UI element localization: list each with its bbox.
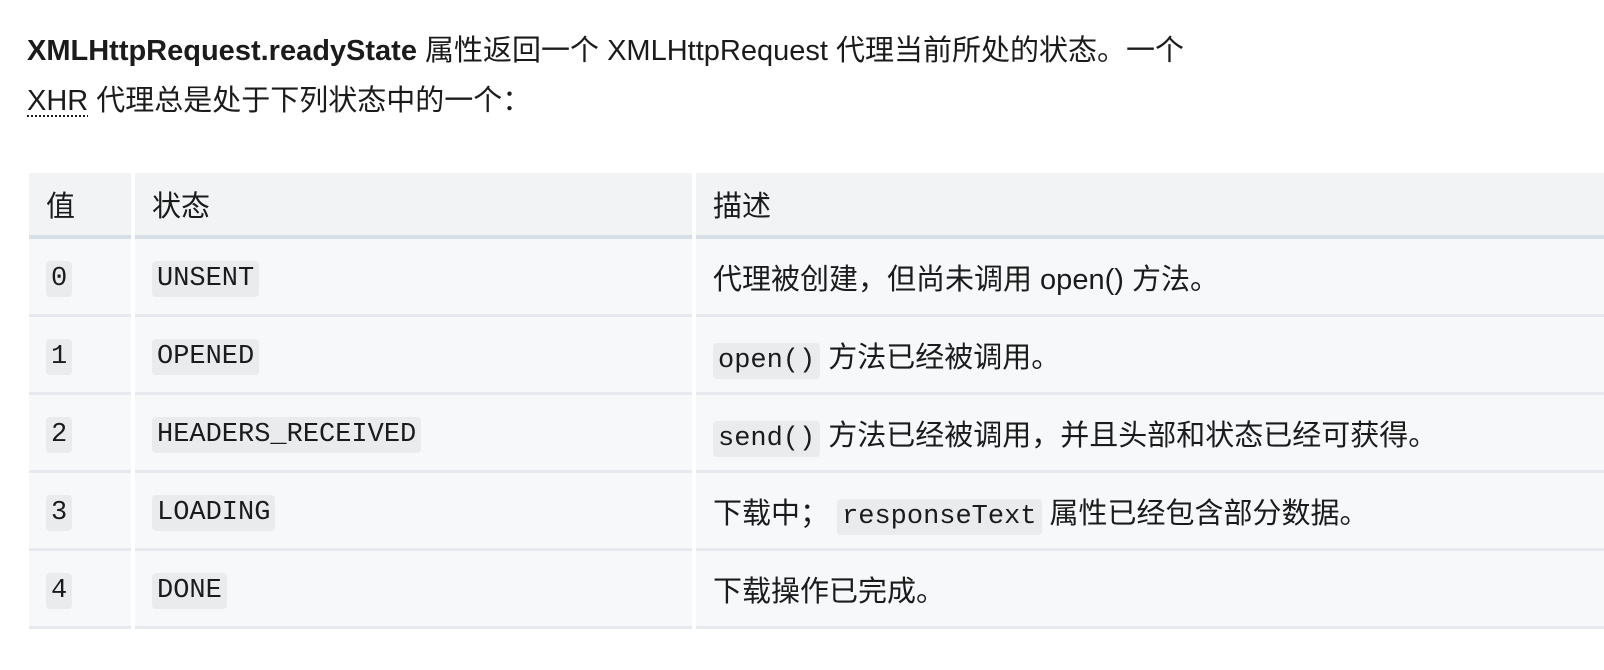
description-text: 属性已经包含部分数据。 (1041, 497, 1369, 530)
table-header-row: 值 状态 描述 (29, 173, 1604, 239)
table-row: 0 UNSENT 代理被创建，但尚未调用 open() 方法。 (29, 239, 1604, 317)
value-cell: 2 (29, 395, 131, 473)
description-text: 下载操作已完成。 (713, 575, 946, 608)
ready-state-table: 值 状态 描述 0 UNSENT 代理被创建，但尚未调用 open() 方法。 1 OP… (29, 173, 1604, 629)
state-cell: HEADERS_RECEIVED (135, 395, 692, 473)
description-prefix: 下载中； (713, 497, 838, 530)
value-cell: 3 (29, 473, 131, 551)
value-cell: 4 (29, 551, 131, 629)
intro-text-1: 属性返回一个 XMLHttpRequest 代理当前所处的状态。一个 (416, 35, 1184, 67)
description-cell: 下载操作已完成。 (696, 551, 1604, 629)
ready-state-table-container: 值 状态 描述 0 UNSENT 代理被创建，但尚未调用 open() 方法。 1 OP… (29, 173, 1604, 629)
state-name-code: LOADING (152, 494, 276, 531)
state-cell: DONE (135, 551, 692, 629)
value-cell: 1 (29, 317, 131, 395)
state-name-code: DONE (152, 572, 227, 609)
description-cell: 下载中； responseText 属性已经包含部分数据。 (696, 473, 1604, 551)
table-row: 3 LOADING 下载中； responseText 属性已经包含部分数据。 (29, 473, 1604, 551)
description-cell: 代理被创建，但尚未调用 open() 方法。 (696, 239, 1604, 317)
table-row: 4 DONE 下载操作已完成。 (29, 551, 1604, 629)
property-name: XMLHttpRequest.readyState (27, 35, 417, 67)
description-code: send() (713, 420, 821, 457)
description-cell: open() 方法已经被调用。 (696, 317, 1604, 395)
description-cell: send() 方法已经被调用，并且头部和状态已经可获得。 (696, 395, 1604, 473)
state-value-code: 4 (46, 572, 73, 609)
state-value-code: 0 (46, 260, 73, 297)
header-value: 值 (29, 173, 131, 239)
table-row: 2 HEADERS_RECEIVED send() 方法已经被调用，并且头部和状态已… (29, 395, 1604, 473)
state-name-code: UNSENT (152, 260, 260, 297)
table-row: 1 OPENED open() 方法已经被调用。 (29, 317, 1604, 395)
description-text: 方法已经被调用，并且头部和状态已经可获得。 (820, 419, 1438, 452)
description-code: responseText (837, 498, 1042, 535)
state-value-code: 3 (46, 494, 73, 531)
state-cell: LOADING (135, 473, 692, 551)
intro-paragraph: XMLHttpRequest.readyState 属性返回一个 XMLHttp… (27, 26, 1327, 126)
value-cell: 0 (29, 239, 131, 317)
header-description: 描述 (696, 173, 1604, 239)
intro-text-2: 代理总是处于下列状态中的一个： (88, 85, 532, 117)
state-value-code: 1 (46, 338, 73, 375)
description-code: open() (713, 342, 821, 379)
state-name-code: OPENED (152, 338, 260, 375)
header-state: 状态 (135, 173, 692, 239)
state-cell: UNSENT (135, 239, 692, 317)
description-text: 代理被创建，但尚未调用 open() 方法。 (713, 263, 1219, 296)
xhr-abbreviation[interactable]: XHR (27, 85, 89, 117)
table-body: 0 UNSENT 代理被创建，但尚未调用 open() 方法。 1 OPENED open… (29, 239, 1604, 629)
state-value-code: 2 (46, 416, 73, 453)
description-text: 方法已经被调用。 (820, 341, 1061, 374)
state-cell: OPENED (135, 317, 692, 395)
state-name-code: HEADERS_RECEIVED (152, 416, 422, 453)
